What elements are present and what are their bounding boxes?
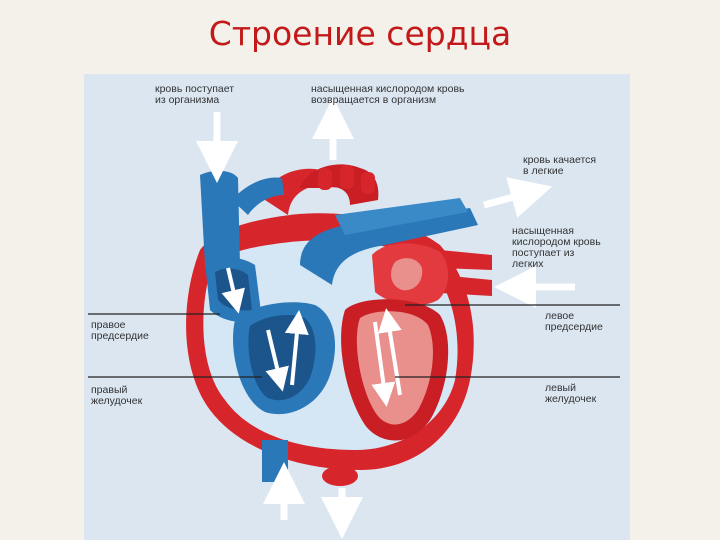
- right-ventricle-inner: [248, 314, 316, 401]
- superior-vena-cava: [200, 170, 240, 265]
- aorta-branch-3: [361, 172, 375, 194]
- aorta-branch-2: [340, 165, 354, 189]
- flow-arrow-right-ventricle-up: [284, 310, 309, 386]
- flow-arrow-right-atrium: [221, 267, 245, 314]
- aorta-branch-1: [318, 168, 332, 190]
- pulmonary-artery-upper: [335, 198, 468, 235]
- vena-cava-branch: [232, 177, 284, 215]
- flow-arrow-left-ventricle-up: [378, 308, 402, 396]
- pulmonary-vein-lower: [440, 275, 492, 296]
- left-atrium-inner: [390, 258, 423, 291]
- inferior-vena-cava: [262, 440, 288, 482]
- pulmonary-vein-upper: [440, 250, 492, 270]
- flow-arrow-right-ventricle-down: [265, 329, 289, 392]
- arrow-to-lungs: [483, 177, 553, 218]
- descending-aorta: [322, 466, 358, 486]
- page-title: Строение сердца: [208, 14, 512, 53]
- flow-arrow-left-ventricle-down: [371, 321, 396, 407]
